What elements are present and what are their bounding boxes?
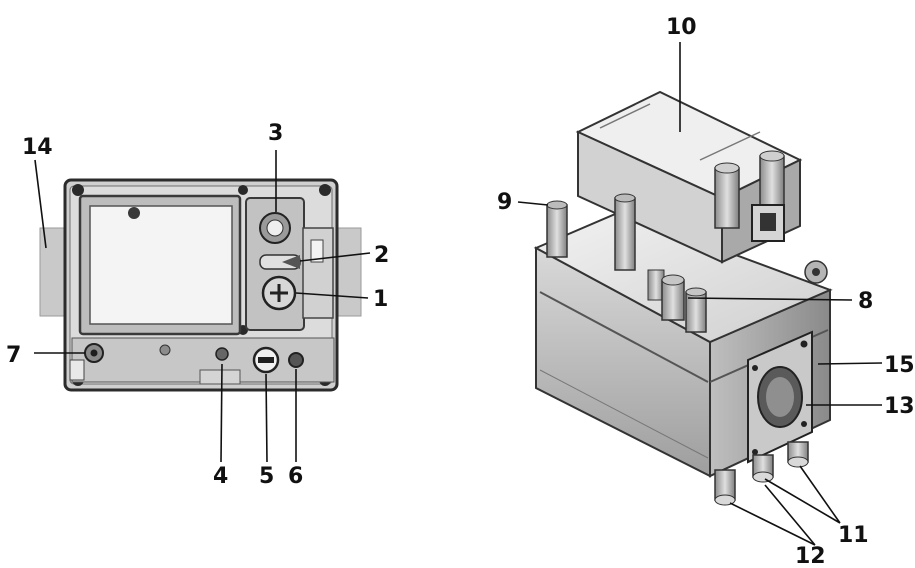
callout-15: 15 bbox=[884, 353, 915, 378]
screw-4 bbox=[215, 347, 229, 361]
valve-isometric-view bbox=[517, 42, 883, 546]
callout-10: 10 bbox=[666, 15, 697, 40]
callout-12: 12 bbox=[795, 544, 826, 568]
callout-1: 1 bbox=[373, 287, 388, 312]
callout-8: 8 bbox=[858, 289, 873, 314]
flange-screw-15 bbox=[800, 340, 808, 348]
callout-11: 11 bbox=[838, 523, 869, 548]
callout-5: 5 bbox=[259, 464, 274, 489]
callout-6: 6 bbox=[288, 464, 303, 489]
callout-2: 2 bbox=[374, 243, 389, 268]
callout-14: 14 bbox=[22, 135, 53, 160]
callout-9: 9 bbox=[497, 190, 512, 215]
callout-13: 13 bbox=[884, 394, 915, 419]
screw-6 bbox=[288, 352, 304, 368]
corner-screw bbox=[72, 184, 84, 196]
iso-body-top bbox=[533, 210, 833, 344]
post-9 bbox=[546, 204, 568, 258]
pressure-test-8 bbox=[661, 279, 685, 321]
callout-4: 4 bbox=[213, 464, 228, 489]
callout-7: 7 bbox=[6, 343, 21, 368]
callout-3: 3 bbox=[268, 121, 283, 146]
callout-labels: 14 3 2 1 7 4 5 6 10 9 8 15 13 11 12 bbox=[6, 15, 915, 568]
corner-screw bbox=[319, 184, 331, 196]
valve-front-view bbox=[34, 150, 371, 463]
